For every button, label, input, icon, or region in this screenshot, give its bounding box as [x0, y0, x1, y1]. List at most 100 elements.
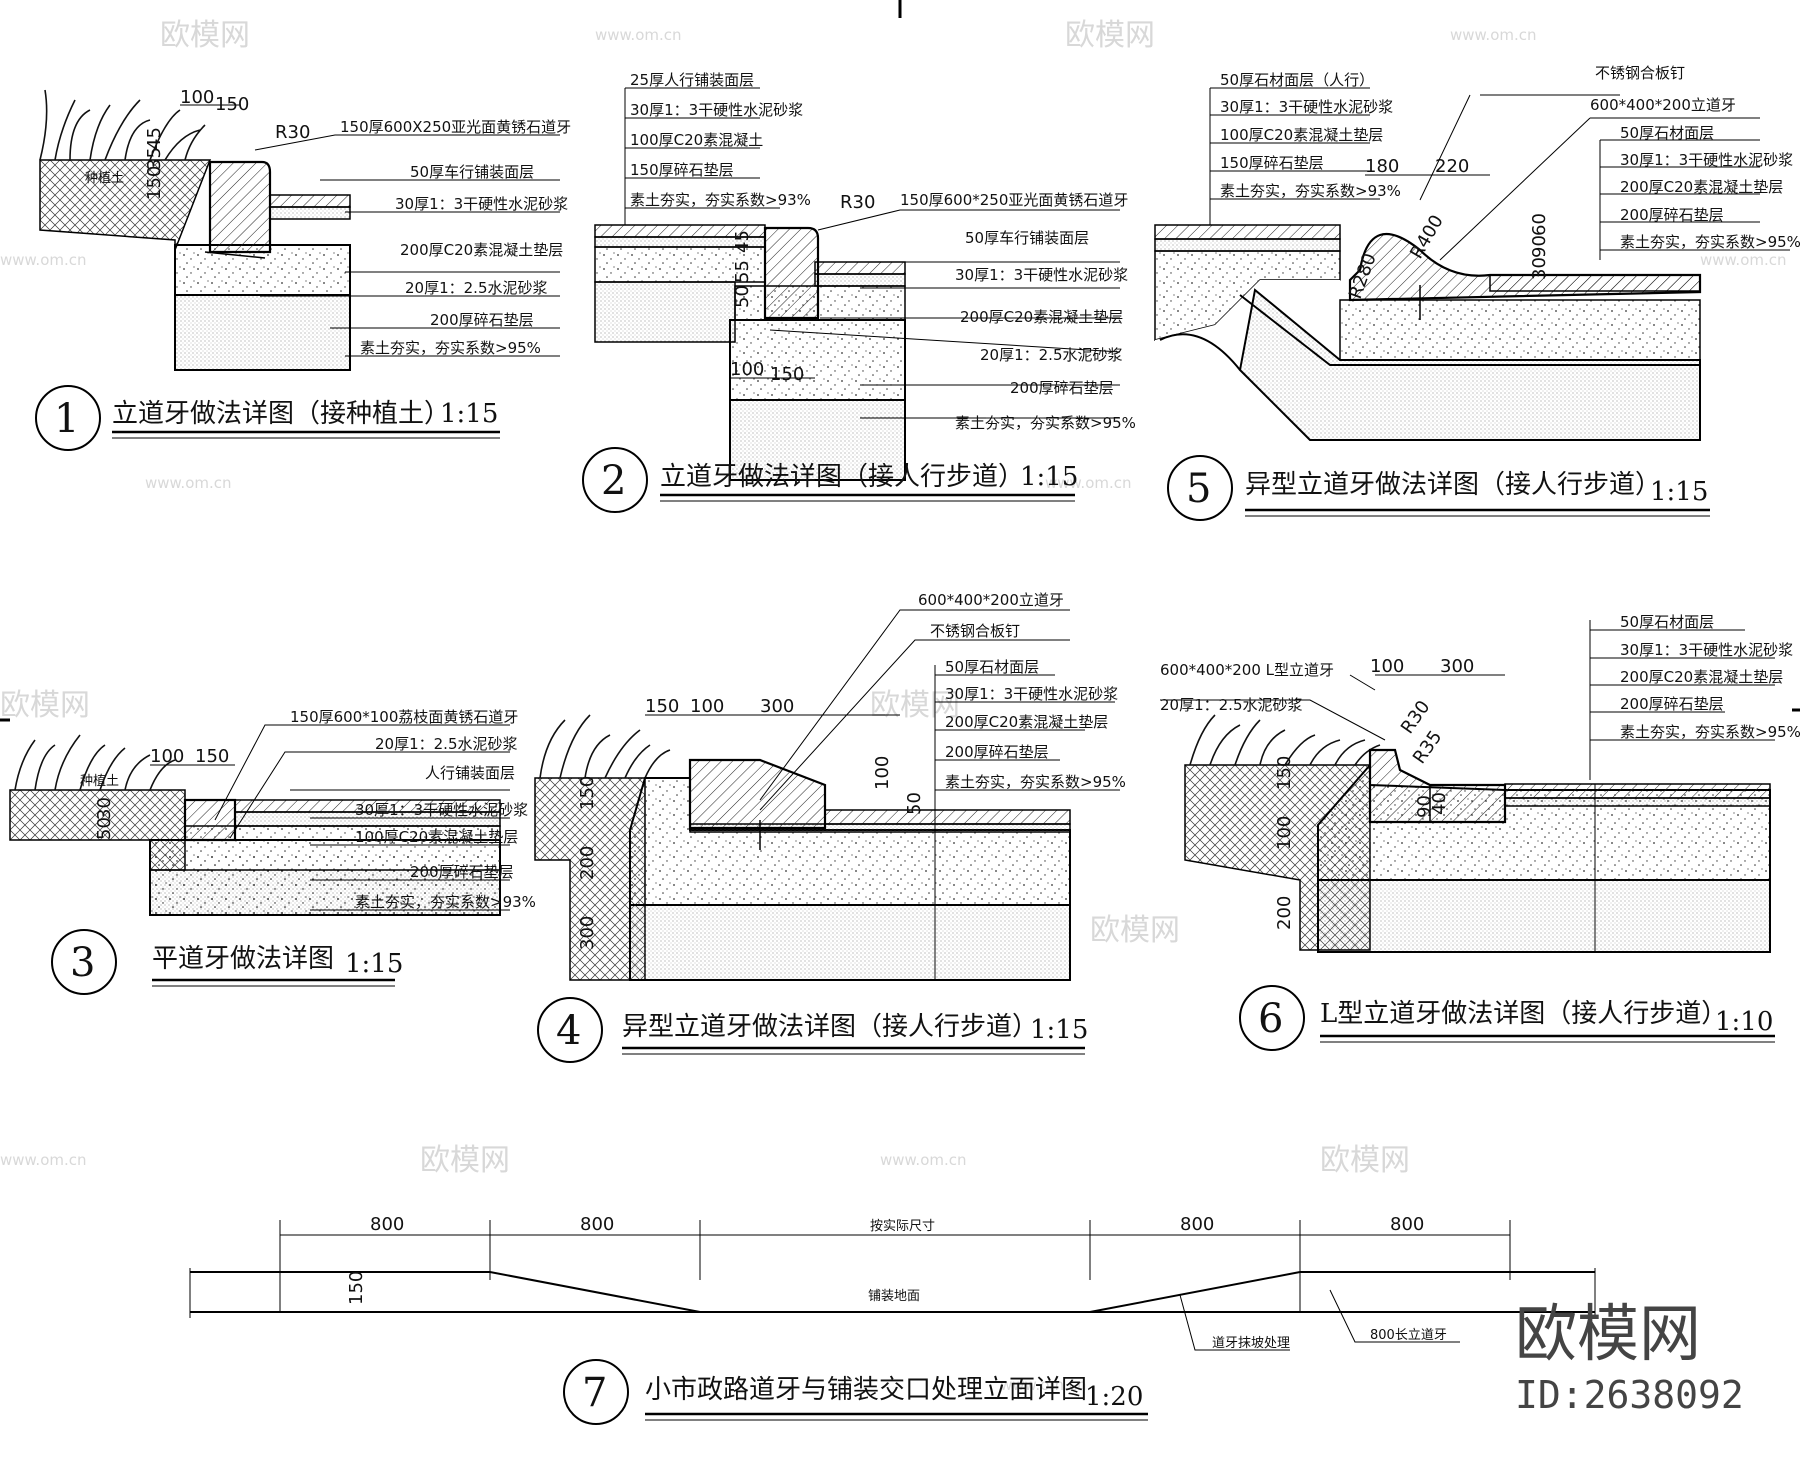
svg-text:道牙抹坡处理: 道牙抹坡处理	[1212, 1336, 1290, 1351]
svg-text:150厚碎石垫层: 150厚碎石垫层	[630, 161, 734, 179]
brand-name: 欧模网	[1515, 1297, 1701, 1370]
detail-1: 种植土 100 150 R30 45 35 150 150厚600X250亚光面…	[35, 87, 571, 451]
watermark-url: www.om.cn	[595, 26, 682, 44]
svg-text:55: 55	[732, 260, 753, 283]
svg-text:20厚1：2.5水泥砂浆: 20厚1：2.5水泥砂浆	[980, 346, 1123, 364]
svg-text:300: 300	[577, 916, 598, 950]
svg-text:1:15: 1:15	[345, 949, 403, 979]
svg-text:800: 800	[1390, 1214, 1424, 1235]
svg-text:欧模网: 欧模网	[1090, 913, 1180, 948]
svg-text:www.om.cn: www.om.cn	[0, 251, 87, 269]
svg-text:100: 100	[150, 746, 184, 767]
svg-text:1:15: 1:15	[1650, 477, 1708, 507]
svg-text:100厚C20素混凝土垫层: 100厚C20素混凝土垫层	[355, 828, 518, 846]
svg-text:180: 180	[1365, 156, 1399, 177]
svg-text:100: 100	[1274, 816, 1295, 850]
planting-soil-label: 种植土	[85, 171, 124, 186]
svg-text:1:15: 1:15	[1030, 1015, 1088, 1045]
detail-number: 2	[601, 458, 626, 504]
svg-text:800: 800	[1180, 1214, 1214, 1235]
planting-soil-label: 种植土	[80, 774, 119, 789]
svg-text:150: 150	[1274, 756, 1295, 790]
detail-2: 100 150 R30 45 55 50 25厚人行铺装面层 30厚1：3干硬性…	[582, 71, 1136, 513]
svg-text:www.om.cn: www.om.cn	[1000, 1376, 1087, 1394]
detail-number: 3	[70, 940, 95, 986]
svg-text:50厚车行铺装面层: 50厚车行铺装面层	[410, 163, 534, 181]
svg-text:30厚1：3干硬性水泥砂浆: 30厚1：3干硬性水泥砂浆	[955, 266, 1128, 284]
svg-text:150: 150	[645, 696, 679, 717]
svg-text:150: 150	[195, 746, 229, 767]
svg-text:1:20: 1:20	[1085, 1382, 1143, 1412]
svg-text:100厚C20素混凝土垫层: 100厚C20素混凝土垫层	[1220, 126, 1383, 144]
svg-text:50: 50	[94, 817, 115, 840]
svg-text:R30: R30	[275, 122, 310, 143]
svg-text:45: 45	[732, 230, 753, 253]
grass-icon	[39, 89, 206, 161]
svg-text:150厚600*250亚光面黄锈石道牙: 150厚600*250亚光面黄锈石道牙	[900, 191, 1128, 209]
svg-text:素土夯实，夯实系数>93%: 素土夯实，夯实系数>93%	[630, 191, 811, 209]
svg-text:30厚1：3干硬性水泥砂浆: 30厚1：3干硬性水泥砂浆	[1620, 151, 1793, 169]
detail-3: 种植土 100 150 30 50 150厚600*100荔枝面黄锈石道牙 20…	[9, 708, 536, 995]
brand-block: 欧模网 ID:2638092	[1515, 1297, 1744, 1417]
svg-text:150厚600*100荔枝面黄锈石道牙: 150厚600*100荔枝面黄锈石道牙	[290, 708, 518, 726]
svg-text:100: 100	[690, 696, 724, 717]
detail-title: 平道牙做法详图	[152, 944, 334, 974]
svg-text:30厚1：3干硬性水泥砂浆: 30厚1：3干硬性水泥砂浆	[395, 195, 568, 213]
svg-text:20厚1：2.5水泥砂浆: 20厚1：2.5水泥砂浆	[405, 279, 548, 297]
svg-text:R400: R400	[1406, 211, 1448, 262]
svg-text:200厚碎石垫层: 200厚碎石垫层	[1620, 695, 1724, 713]
svg-text:50厚石材面层（人行）: 50厚石材面层（人行）	[1220, 71, 1374, 89]
svg-text:30: 30	[94, 797, 115, 820]
svg-text:www.om.cn: www.om.cn	[0, 1151, 87, 1169]
svg-text:www.om.cn: www.om.cn	[880, 1151, 967, 1169]
svg-text:200厚C20素混凝土垫层: 200厚C20素混凝土垫层	[1620, 178, 1783, 196]
svg-text:www.om.cn: www.om.cn	[145, 474, 232, 492]
svg-text:欧模网: 欧模网	[0, 688, 90, 723]
svg-text:90: 90	[1414, 795, 1435, 818]
svg-text:50厚石材面层: 50厚石材面层	[1620, 613, 1714, 631]
grass-icon	[1189, 714, 1381, 766]
svg-text:素土夯实，夯实系数>95%: 素土夯实，夯实系数>95%	[945, 773, 1126, 791]
svg-text:30厚1：3干硬性水泥砂浆: 30厚1：3干硬性水泥砂浆	[1220, 98, 1393, 116]
detail-6: 100 300 R30 R35 150 100 200 90 40 600*40…	[1160, 613, 1800, 1051]
svg-text:200: 200	[577, 846, 598, 880]
svg-text:1:10: 1:10	[1715, 1007, 1773, 1037]
svg-text:100: 100	[730, 359, 764, 380]
svg-text:100厚C20素混凝土: 100厚C20素混凝土	[630, 131, 763, 149]
svg-text:35: 35	[144, 147, 165, 170]
svg-text:50: 50	[904, 792, 925, 815]
svg-text:30厚1：3干硬性水泥砂浆: 30厚1：3干硬性水泥砂浆	[945, 685, 1118, 703]
svg-text:600*400*200立道牙: 600*400*200立道牙	[1590, 96, 1736, 114]
svg-text:素土夯实，夯实系数>95%: 素土夯实，夯实系数>95%	[1620, 233, 1800, 251]
svg-text:人行铺装面层: 人行铺装面层	[425, 764, 515, 782]
svg-text:40: 40	[1429, 792, 1450, 815]
svg-text:25厚人行铺装面层: 25厚人行铺装面层	[630, 71, 754, 89]
svg-text:150: 150	[770, 364, 804, 385]
svg-text:600*400*200立道牙: 600*400*200立道牙	[918, 591, 1064, 609]
detail-5: 180 220 R400 R280 30 90 60 50厚石材面层（人行） 3…	[1154, 64, 1800, 521]
svg-text:150: 150	[346, 1271, 367, 1305]
detail-number: 6	[1258, 996, 1283, 1042]
svg-text:150: 150	[577, 776, 598, 810]
svg-text:50厚石材面层: 50厚石材面层	[945, 658, 1039, 676]
svg-text:150厚碎石垫层: 150厚碎石垫层	[1220, 154, 1324, 172]
svg-text:220: 220	[1435, 156, 1469, 177]
detail-title: L型立道牙做法详图（接人行步道）	[1320, 999, 1727, 1029]
svg-text:R30: R30	[840, 192, 875, 213]
svg-text:800长立道牙: 800长立道牙	[1370, 1328, 1447, 1343]
svg-text:1:15: 1:15	[440, 399, 498, 429]
svg-text:20厚1：2.5水泥砂浆: 20厚1：2.5水泥砂浆	[1160, 696, 1303, 714]
svg-text:200厚C20素混凝土垫层: 200厚C20素混凝土垫层	[945, 713, 1108, 731]
svg-text:欧模网: 欧模网	[1065, 18, 1155, 53]
svg-text:150: 150	[215, 94, 249, 115]
detail-number: 4	[556, 1008, 581, 1054]
detail-title: 立道牙做法详图（接人行步道）	[660, 462, 1024, 492]
detail-number: 5	[1186, 466, 1211, 512]
svg-text:欧模网: 欧模网	[420, 1143, 510, 1178]
svg-text:素土夯实，夯实系数>93%: 素土夯实，夯实系数>93%	[1220, 182, 1401, 200]
svg-text:50厚石材面层: 50厚石材面层	[1620, 124, 1714, 142]
svg-text:200厚碎石垫层: 200厚碎石垫层	[430, 311, 534, 329]
svg-text:150: 150	[144, 166, 165, 200]
svg-text:200: 200	[1274, 896, 1295, 930]
